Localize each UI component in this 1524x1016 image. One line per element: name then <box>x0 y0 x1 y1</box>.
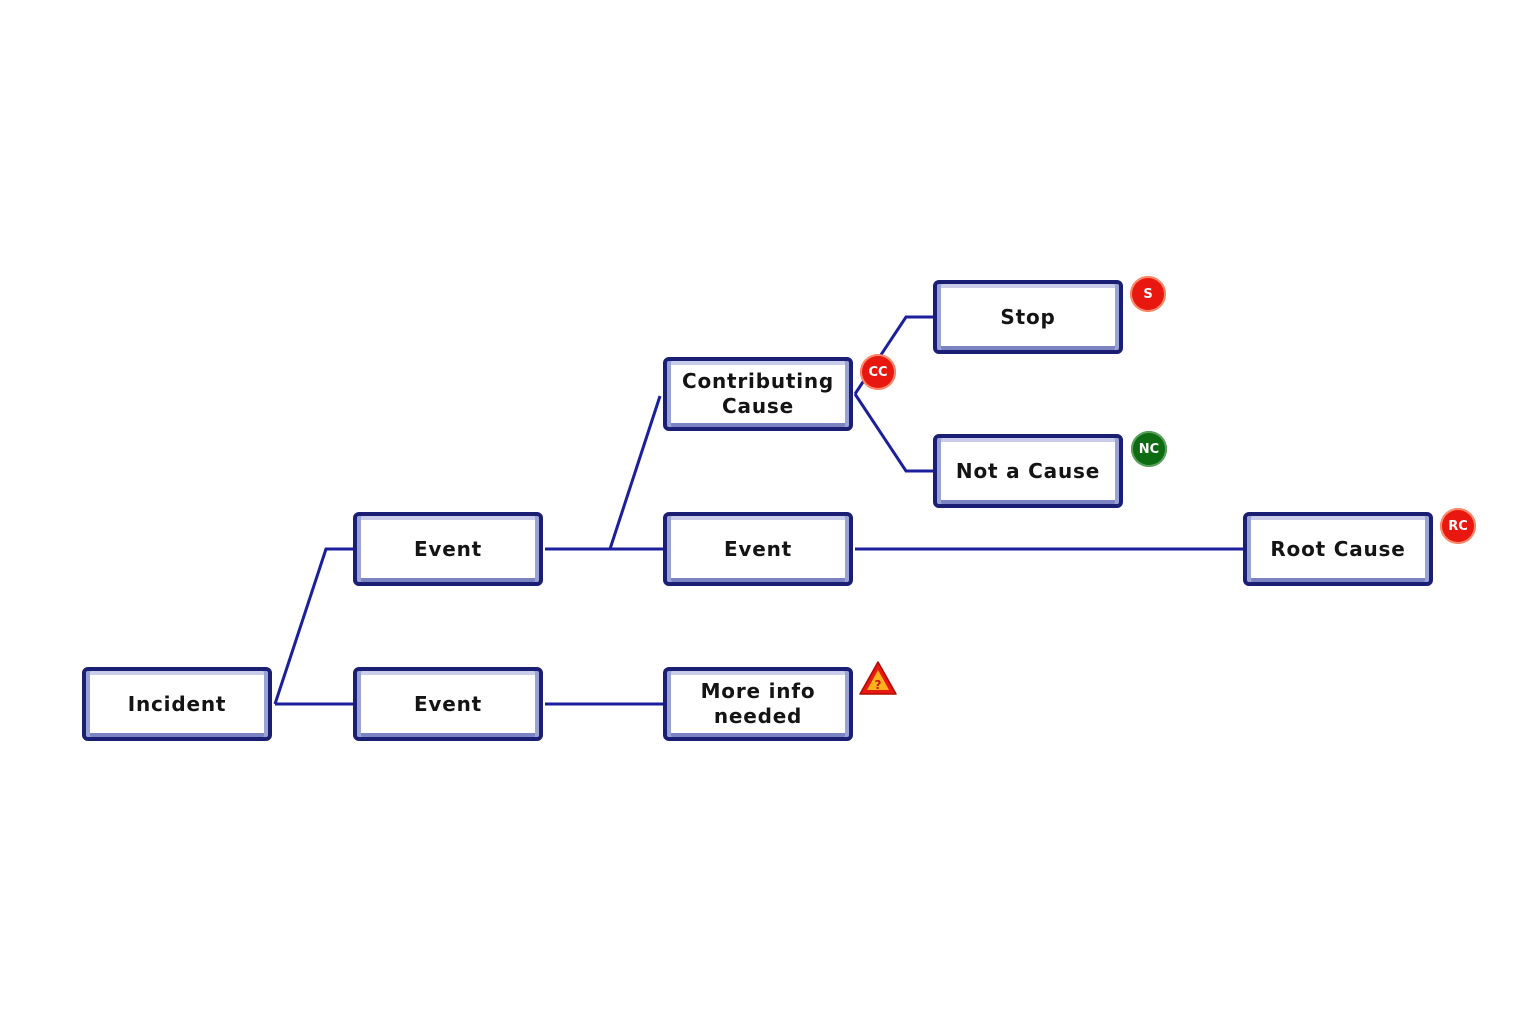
node-root-cause-label: Root Cause <box>1270 536 1406 561</box>
node-stop-label: Stop <box>1000 304 1056 329</box>
node-more-info-needed-label: More info needed <box>700 679 816 728</box>
node-root-cause[interactable]: Root Cause <box>1243 512 1433 586</box>
node-event-top-label: Event <box>413 536 483 561</box>
badge-root-cause: RC <box>1440 508 1476 544</box>
badge-contributing-cause: CC <box>860 354 896 390</box>
node-stop[interactable]: Stop <box>933 280 1123 354</box>
node-event-top[interactable]: Event <box>353 512 543 586</box>
node-contributing-cause-label: Contributing Cause <box>681 369 835 418</box>
node-event-middle[interactable]: Event <box>663 512 853 586</box>
node-incident-label: Incident <box>127 691 227 716</box>
badge-root-cause-label: RC <box>1448 518 1468 534</box>
node-more-info-needed[interactable]: More info needed <box>663 667 853 741</box>
warning-triangle-label: ? <box>875 678 882 692</box>
node-incident[interactable]: Incident <box>82 667 272 741</box>
connector-incident-event-top <box>273 547 353 705</box>
node-event-middle-label: Event <box>723 536 793 561</box>
node-not-a-cause[interactable]: Not a Cause <box>933 434 1123 508</box>
badge-not-a-cause-label: NC <box>1138 441 1160 457</box>
badge-stop-label: S <box>1143 286 1153 302</box>
connector-event-contributing <box>545 395 662 551</box>
node-event-bottom[interactable]: Event <box>353 667 543 741</box>
node-contributing-cause[interactable]: Contributing Cause <box>663 357 853 431</box>
badge-not-a-cause: NC <box>1131 431 1167 467</box>
node-event-bottom-label: Event <box>413 691 483 716</box>
warning-triangle-icon: ? <box>859 661 897 695</box>
badge-contributing-cause-label: CC <box>868 364 888 380</box>
badge-stop: S <box>1130 276 1166 312</box>
connector-contributing-not-a-cause <box>853 393 933 473</box>
node-not-a-cause-label: Not a Cause <box>955 458 1101 483</box>
